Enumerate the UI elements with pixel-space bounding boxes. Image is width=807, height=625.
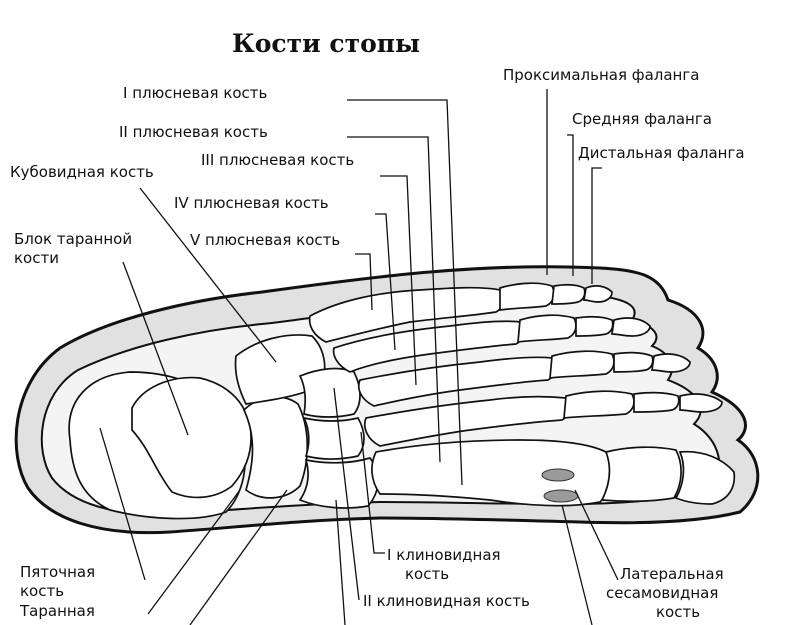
toe-5-proximal-phalanx — [499, 282, 555, 311]
toe-3-middle-phalanx — [613, 351, 654, 373]
leader-cuneiform-3 — [335, 499, 346, 625]
label-talus-block-line2: кости — [14, 249, 59, 267]
metatarsal-1-bone — [371, 439, 612, 507]
leader-cuneiform-1 — [360, 431, 385, 554]
toe-4-distal-phalanx — [611, 317, 651, 337]
leader-medial-sesamoid — [561, 504, 593, 625]
medial-sesamoid-bone — [541, 468, 575, 482]
leader-distal-phalanx — [591, 167, 602, 284]
label-talus-block-line1: Блок таранной — [14, 230, 132, 248]
label-metatarsal-5: V плюсневая кость — [190, 231, 340, 249]
toe-3-proximal-phalanx — [549, 350, 615, 379]
lateral-sesamoid-bone — [543, 489, 579, 503]
label-cuneiform-1-line1: I клиновидная — [387, 546, 501, 564]
talus-bone — [131, 376, 252, 499]
leader-calcaneus — [99, 427, 146, 581]
cuneiform-3-bone — [298, 367, 361, 418]
leader-navicular — [189, 489, 288, 625]
navicular-bone — [242, 396, 309, 499]
label-lateral-sesamoid-line2: сесамовидная — [606, 584, 718, 602]
label-cuneiform-2: II клиновидная кость — [363, 592, 530, 610]
leader-metatarsal-4 — [375, 213, 396, 351]
metatarsal-2-bone — [363, 395, 571, 447]
leader-metatarsal-3 — [380, 175, 417, 386]
label-middle-phalanx: Средняя фаланга — [572, 110, 712, 128]
toe-3-distal-phalanx — [651, 353, 691, 373]
toe-5-middle-phalanx — [551, 283, 586, 305]
label-distal-phalanx: Дистальная фаланга — [578, 144, 745, 162]
label-metatarsal-1: I плюсневая кость — [123, 84, 267, 102]
diagram-title: Кости стопы — [232, 29, 420, 58]
tarsal-bones — [68, 334, 379, 520]
label-calcaneus-line2: кость — [20, 582, 64, 600]
phalanges — [499, 282, 736, 505]
label-metatarsal-2: II плюсневая кость — [119, 123, 268, 141]
leader-middle-phalanx — [567, 134, 574, 276]
toe-1-proximal-phalanx — [600, 446, 682, 503]
label-proximal-phalanx: Проксимальная фаланга — [503, 66, 699, 84]
leader-metatarsal-1 — [347, 99, 463, 486]
label-metatarsal-4: IV плюсневая кость — [174, 194, 329, 212]
label-cuneiform-1-line2: кость — [405, 565, 449, 583]
toe-4-proximal-phalanx — [517, 314, 577, 343]
toe-1-distal-phalanx — [674, 450, 736, 505]
label-talus: Таранная — [19, 602, 95, 620]
leader-lateral-sesamoid — [574, 489, 619, 581]
toe-2-middle-phalanx — [633, 391, 680, 413]
metatarsal-4-bone — [332, 320, 525, 373]
sesamoid-bones — [541, 468, 579, 503]
label-calcaneus-line1: Пяточная — [20, 563, 95, 581]
label-lateral-sesamoid-line3: кость — [656, 603, 700, 621]
toe-5-distal-phalanx — [582, 285, 613, 303]
toe-2-proximal-phalanx — [563, 390, 635, 419]
label-metatarsal-3: III плюсневая кость — [201, 151, 354, 169]
leader-cuneiform-2 — [333, 387, 360, 601]
cuneiform-2-bone — [302, 416, 365, 460]
toe-4-middle-phalanx — [575, 315, 614, 337]
leader-talus-block — [122, 261, 189, 436]
leader-metatarsal-5 — [355, 253, 373, 311]
labels: I плюсневая кость II плюсневая кость III… — [10, 66, 745, 621]
leader-metatarsal-2 — [347, 136, 441, 463]
leader-talus — [147, 489, 241, 615]
label-lateral-sesamoid-line1: Латеральная — [620, 565, 724, 583]
toe-2-distal-phalanx — [679, 393, 723, 413]
metatarsal-3-bone — [357, 356, 557, 407]
leader-lines — [99, 89, 619, 625]
label-cuboid: Кубовидная кость — [10, 163, 154, 181]
leader-cuboid — [139, 187, 277, 363]
cuneiform-1-bone — [298, 457, 379, 509]
